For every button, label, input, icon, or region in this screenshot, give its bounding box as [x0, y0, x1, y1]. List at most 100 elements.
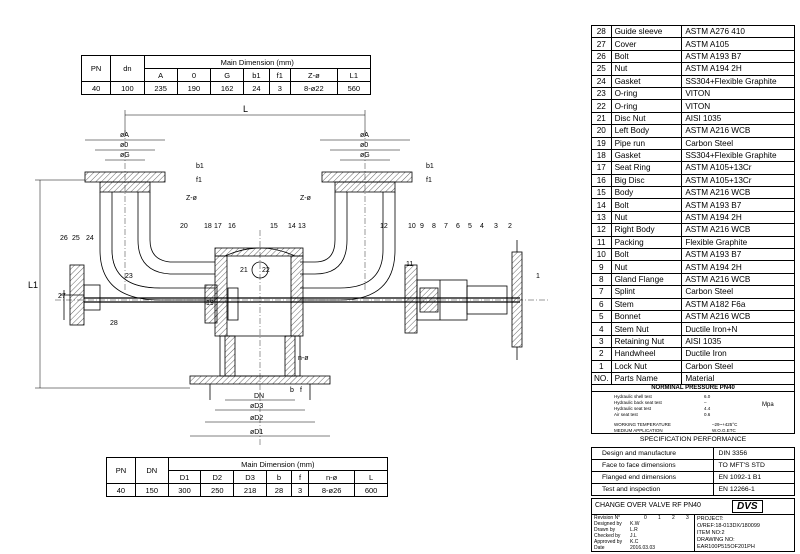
- parts-material: Carbon Steel: [681, 285, 795, 299]
- parts-material: ASTM A194 2H: [681, 210, 795, 225]
- parts-name: Big Disc: [610, 173, 683, 188]
- parts-no: 5: [591, 309, 612, 324]
- revision-0: 0: [644, 515, 647, 521]
- bottom-dimension-table: PN DN Main Dimension (mm) D1 D2 D3 b f n…: [106, 457, 389, 497]
- parts-no: 11: [591, 235, 612, 250]
- parts-no: 23: [591, 86, 612, 101]
- dim-cell: 300: [167, 483, 202, 497]
- spec-label: Face to face dimensions: [590, 459, 715, 472]
- pressure-row-value: 6.0: [704, 394, 711, 399]
- parts-no: 16: [591, 173, 612, 188]
- callout-28: 28: [110, 320, 118, 327]
- callout-10: 10: [408, 223, 416, 230]
- parts-no: 27: [591, 37, 612, 51]
- dim-cell: 150: [134, 483, 169, 497]
- callout-19: 19: [206, 300, 214, 307]
- parts-no: 24: [591, 74, 612, 88]
- left-cover: [60, 264, 101, 326]
- parts-material: ASTM A182 F6a: [681, 297, 795, 312]
- dim-header: PN: [80, 55, 112, 82]
- parts-name: Lock Nut: [610, 359, 683, 373]
- parts-name: Bolt: [610, 248, 683, 262]
- parts-material: ASTM A194 2H: [681, 62, 795, 76]
- drawn-value: L.R: [630, 527, 638, 533]
- pressure-row: Hydraulic shell test 6.0: [614, 394, 749, 400]
- dim-cell: 100: [110, 81, 145, 95]
- pressure-row-label: Hydraulic seat test: [614, 406, 652, 411]
- parts-name: Gasket: [610, 148, 683, 163]
- parts-header-material: Material: [681, 371, 795, 386]
- dim-subheader: f: [290, 470, 310, 484]
- parts-material: ASTM A193 B7: [681, 198, 795, 212]
- dim-cell: 600: [354, 483, 388, 497]
- parts-no: 18: [591, 148, 612, 163]
- dim-subheader: b1: [243, 68, 270, 82]
- callout-14: 14: [288, 223, 296, 230]
- parts-no: 28: [591, 24, 612, 39]
- dim-subheader: f1: [268, 68, 292, 82]
- parts-name: Pipe run: [610, 136, 683, 150]
- label-b1-right: b1: [426, 163, 434, 170]
- parts-material: ASTM A216 WCB: [681, 223, 795, 237]
- parts-no: 3: [591, 334, 612, 349]
- callout-18: 18: [204, 223, 212, 230]
- dim-subheader: L: [354, 470, 388, 484]
- revision-3: 3: [686, 515, 689, 521]
- parts-name: O-ring: [610, 86, 683, 101]
- dim-header: Main Dimension (mm): [167, 457, 389, 471]
- parts-header-name: Parts Name: [610, 371, 683, 386]
- callout-22: 22: [262, 267, 270, 274]
- dim-cell: 250: [200, 483, 235, 497]
- callout-16: 16: [228, 223, 236, 230]
- parts-name: Nut: [610, 62, 683, 76]
- pressure-row-label: Air seat test: [614, 412, 638, 417]
- dimension-lines: [35, 110, 410, 437]
- label-b1-left: b1: [196, 163, 204, 170]
- parts-name: Gasket: [610, 74, 683, 88]
- label-b: b: [290, 387, 294, 394]
- parts-name: Bolt: [610, 198, 683, 212]
- callout-15: 15: [270, 223, 278, 230]
- left-elbow-body: [84, 171, 215, 301]
- parts-material: ASTM A216 WCB: [681, 186, 795, 200]
- parts-name: O-ring: [610, 99, 683, 113]
- parts-no: 2: [591, 347, 612, 361]
- parts-name: Stem Nut: [610, 322, 683, 336]
- spec-label: Design and manufacture: [590, 447, 715, 460]
- callout-9: 9: [420, 223, 424, 230]
- item-value: ITEM NO:2: [697, 530, 725, 536]
- callout-5: 5: [468, 223, 472, 230]
- parts-no: 9: [591, 260, 612, 274]
- dim-subheader: n-ø: [308, 470, 356, 484]
- dim-header: DN: [134, 457, 169, 484]
- parts-name: Nut: [610, 210, 683, 225]
- pressure-row-label: Hydraulic shell test: [614, 394, 652, 399]
- parts-no: 7: [591, 285, 612, 299]
- parts-material: VITON: [681, 99, 795, 113]
- callout-23: 23: [125, 273, 133, 280]
- parts-name: Cover: [610, 37, 683, 51]
- parts-material: ASTM A194 2H: [681, 260, 795, 274]
- parts-name: Left Body: [610, 124, 683, 138]
- parts-material: ASTM A216 WCB: [681, 272, 795, 287]
- medium-value: W.O.G.ETC: [712, 428, 736, 433]
- drawn-label: Drawn by: [594, 527, 616, 533]
- parts-no: 10: [591, 248, 612, 262]
- parts-no: 20: [591, 124, 612, 138]
- parts-material: ASTM A105+13Cr: [681, 173, 795, 188]
